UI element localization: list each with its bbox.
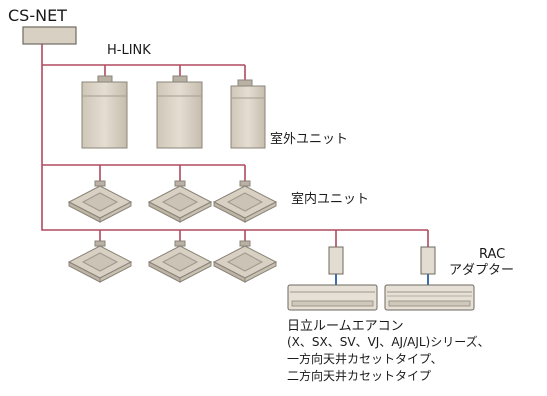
cs-net-label: CS-NET	[8, 6, 67, 25]
room-ac-note-line1: 日立ルームエアコン	[287, 319, 404, 334]
room-ac-note-line4: 二方向天井カセットタイプ	[287, 369, 432, 383]
wiring-lines	[41, 44, 429, 247]
outdoor-unit-label: 室外ユニット	[270, 132, 349, 147]
outdoor-unit	[81, 75, 128, 149]
rac-adapter	[420, 246, 436, 275]
room-air-conditioner	[287, 284, 378, 311]
room-ac-note-line2: (X、SX、SV、VJ、AJ/AJL)シリーズ、	[287, 335, 490, 349]
indoor-cassette-unit	[67, 180, 133, 223]
rac-label: RAC	[479, 247, 506, 262]
indoor-cassette-unit	[212, 180, 278, 223]
indoor-unit-label: 室内ユニット	[291, 192, 370, 207]
cs-net-controller	[22, 26, 77, 45]
indoor-cassette-unit	[147, 180, 213, 223]
outdoor-unit	[156, 75, 203, 149]
outdoor-unit	[230, 79, 266, 149]
adapter-label: アダプター	[449, 263, 515, 278]
room-ac-note-line3: 一方向天井カセットタイプ、	[287, 352, 443, 366]
indoor-cassette-unit	[67, 240, 133, 283]
indoor-cassette-unit	[147, 240, 213, 283]
room-air-conditioner	[384, 284, 475, 311]
rac-adapter	[328, 246, 344, 275]
h-link-label: H-LINK	[107, 43, 151, 58]
indoor-cassette-unit	[212, 240, 278, 283]
